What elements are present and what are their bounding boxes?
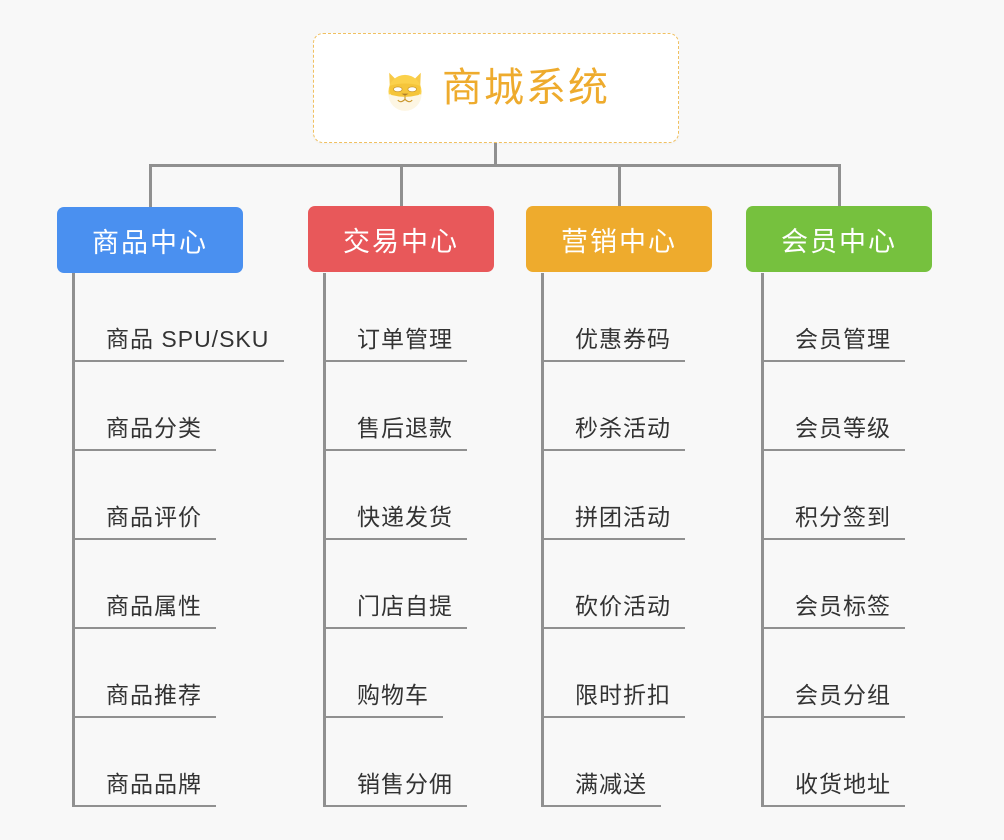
leaf-label: 商品属性 [106,593,202,619]
leaf-item[interactable]: 满减送 [541,718,661,807]
leaf-item[interactable]: 商品评价 [72,451,216,540]
leaf-label: 售后退款 [357,415,453,441]
leaf-column-member-center: 会员管理 会员等级 积分签到 会员标签 会员分组 收货地址 [761,273,905,807]
leaf-label: 快递发货 [357,504,453,530]
connector-root-stem [494,143,497,167]
leaf-item[interactable]: 商品品牌 [72,718,216,807]
leaf-label: 秒杀活动 [575,415,671,441]
leaf-label: 商品分类 [106,415,202,441]
leaf-item[interactable]: 商品推荐 [72,629,216,718]
leaf-label: 商品评价 [106,504,202,530]
leaf-item[interactable]: 售后退款 [323,362,467,451]
branch-label: 营销中心 [561,226,677,257]
leaf-item[interactable]: 砍价活动 [541,540,685,629]
leaf-label: 会员管理 [795,326,891,352]
dog-face-icon [382,67,428,113]
leaf-item[interactable]: 限时折扣 [541,629,685,718]
root-title: 商城系统 [442,66,610,110]
leaf-item[interactable]: 收货地址 [761,718,905,807]
leaf-item[interactable]: 会员标签 [761,540,905,629]
connector-drop-3 [618,164,621,208]
branch-label: 会员中心 [781,226,897,257]
leaf-label: 积分签到 [795,504,891,530]
leaf-label: 销售分佣 [357,771,453,797]
leaf-item[interactable]: 商品分类 [72,362,216,451]
connector-drop-2 [400,164,403,208]
leaf-item[interactable]: 快递发货 [323,451,467,540]
leaf-label: 门店自提 [357,593,453,619]
leaf-label: 商品推荐 [106,682,202,708]
leaf-label: 商品 SPU/SKU [106,326,270,352]
leaf-item[interactable]: 购物车 [323,629,443,718]
leaf-item[interactable]: 门店自提 [323,540,467,629]
leaf-item[interactable]: 会员管理 [761,273,905,362]
leaf-column-marketing-center: 优惠券码 秒杀活动 拼团活动 砍价活动 限时折扣 满减送 [541,273,685,807]
leaf-label: 订单管理 [357,326,453,352]
leaf-spine [541,273,544,807]
connector-drop-4 [838,164,841,208]
branch-label: 交易中心 [343,226,459,257]
leaf-item[interactable]: 商品属性 [72,540,216,629]
leaf-label: 砍价活动 [575,593,671,619]
leaf-spine [323,273,326,807]
leaf-label: 拼团活动 [575,504,671,530]
leaf-item[interactable]: 会员分组 [761,629,905,718]
leaf-item[interactable]: 会员等级 [761,362,905,451]
root-node[interactable]: 商城系统 [313,33,679,143]
connector-drop-1 [149,164,152,208]
leaf-spine [72,273,75,807]
leaf-label: 会员标签 [795,593,891,619]
branch-node-member-center[interactable]: 会员中心 [746,206,932,272]
leaf-label: 会员等级 [795,415,891,441]
leaf-label: 优惠券码 [575,326,671,352]
leaf-item[interactable]: 优惠券码 [541,273,685,362]
leaf-label: 商品品牌 [106,771,202,797]
leaf-label: 满减送 [575,771,647,797]
leaf-spine [761,273,764,807]
branch-node-product-center[interactable]: 商品中心 [57,207,243,273]
branch-node-trade-center[interactable]: 交易中心 [308,206,494,272]
leaf-item[interactable]: 商品 SPU/SKU [72,273,284,362]
leaf-label: 会员分组 [795,682,891,708]
branch-label: 商品中心 [92,227,208,258]
leaf-column-product-center: 商品 SPU/SKU 商品分类 商品评价 商品属性 商品推荐 商品品牌 [72,273,284,807]
connector-bus [149,164,841,167]
leaf-label: 收货地址 [795,771,891,797]
leaf-item[interactable]: 积分签到 [761,451,905,540]
leaf-column-trade-center: 订单管理 售后退款 快递发货 门店自提 购物车 销售分佣 [323,273,467,807]
leaf-item[interactable]: 拼团活动 [541,451,685,540]
leaf-item[interactable]: 订单管理 [323,273,467,362]
branch-node-marketing-center[interactable]: 营销中心 [526,206,712,272]
leaf-item[interactable]: 秒杀活动 [541,362,685,451]
leaf-item[interactable]: 销售分佣 [323,718,467,807]
leaf-label: 购物车 [357,682,429,708]
leaf-label: 限时折扣 [575,682,671,708]
